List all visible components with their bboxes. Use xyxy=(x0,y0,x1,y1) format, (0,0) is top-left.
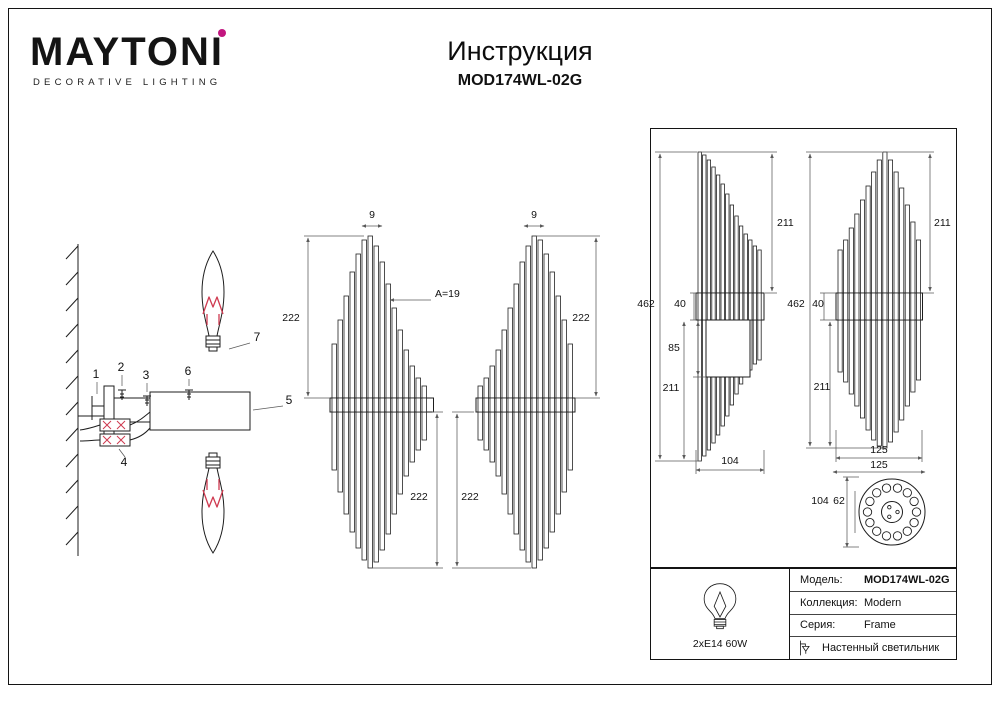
callout-7: 7 xyxy=(254,330,261,344)
dims-elevation-right xyxy=(452,224,600,569)
screw-icon xyxy=(118,389,126,400)
callout-6: 6 xyxy=(185,364,192,378)
fixture-type-value: Настенный светильник xyxy=(822,642,940,655)
dim-front-bottom-length: 211 xyxy=(814,381,831,393)
series-label: Серия: xyxy=(800,619,836,632)
terminal-block xyxy=(99,418,131,432)
spec-row-model: Модель: MOD174WL-02G xyxy=(790,569,956,592)
spec-row-collection: Коллекция: Modern xyxy=(790,592,956,615)
mount-body xyxy=(149,391,251,431)
collection-value: Modern xyxy=(864,596,902,609)
wall-lamp-icon xyxy=(800,640,810,656)
side-view: 211 462 40 85 211 104 xyxy=(637,151,794,474)
dim-top-width-left: 9 xyxy=(369,209,375,221)
elevation-right: 9 222 222 xyxy=(452,209,600,569)
terminal-block xyxy=(99,433,131,447)
dim-side-bottom-length: 211 xyxy=(663,382,680,394)
callout-4: 4 xyxy=(121,455,128,469)
installation-diagram: 1 2 3 6 7 5 4 xyxy=(65,244,293,556)
dim-side-plate: 85 xyxy=(668,342,680,354)
brand-logo: MAYTONI DECORATIVE LIGHTING xyxy=(30,29,227,88)
brand-tagline: DECORATIVE LIGHTING xyxy=(33,77,222,88)
dim-front-total: 462 xyxy=(787,298,805,310)
brand-name-text: MAYTONI xyxy=(30,30,225,74)
candle-bulb-bottom xyxy=(201,467,225,554)
bulb-spec-label: 2xE14 60W xyxy=(692,638,748,650)
spec-table: Модель: MOD174WL-02G Коллекция: Modern С… xyxy=(790,569,956,659)
dim-front-width: 125 xyxy=(870,444,888,456)
title-block: Инструкция MOD174WL-02G xyxy=(360,36,680,90)
model-value: MOD174WL-02G xyxy=(864,573,950,586)
callout-5: 5 xyxy=(286,393,293,407)
dim-side-band: 40 xyxy=(674,298,686,310)
brand-name: MAYTONI xyxy=(30,29,227,74)
backplate-view: 104 62 xyxy=(811,476,926,548)
callout-2: 2 xyxy=(118,360,125,374)
dims-elevation-left xyxy=(304,224,443,569)
dim-front-top-length: 211 xyxy=(934,217,951,229)
dim-top-width-right: 9 xyxy=(531,209,537,221)
collection-label: Коллекция: xyxy=(800,596,858,609)
dim-arm: A=19 xyxy=(435,288,460,300)
page-border xyxy=(8,8,992,685)
model-label: Модель: xyxy=(800,573,843,586)
dim-front-band: 40 xyxy=(812,298,824,310)
backplate-side xyxy=(705,319,751,378)
candle-bulb-top xyxy=(201,250,225,337)
dim-front-plate-width: 125 xyxy=(870,459,888,471)
series-value: Frame xyxy=(864,619,896,632)
elevation-left: 9 222 A=19 222 xyxy=(282,209,460,569)
spec-box: 2xE14 60W Модель: MOD174WL-02G Коллекция… xyxy=(650,568,957,660)
dim-side-top-length: 211 xyxy=(777,217,794,229)
spec-row-type: Настенный светильник xyxy=(790,637,956,659)
dims-backplate xyxy=(843,476,859,548)
screw-icon xyxy=(143,395,151,406)
page-title: Инструкция xyxy=(447,36,593,66)
screw-icon xyxy=(185,389,193,400)
filament-bottom xyxy=(202,479,224,508)
dim-plate-outer: 104 xyxy=(811,495,829,507)
brand-dot-icon xyxy=(218,29,227,37)
wall-hatching xyxy=(65,245,79,546)
model-number: MOD174WL-02G xyxy=(457,72,583,89)
bracket-part xyxy=(91,396,104,420)
dim-side-total: 462 xyxy=(637,298,655,310)
filament-top xyxy=(202,296,224,325)
dim-upper-right: 222 xyxy=(572,312,590,324)
bulb-spec: 2xE14 60W xyxy=(651,569,790,659)
front-view: 211 462 40 211 125 125 xyxy=(787,151,951,474)
dim-side-width: 104 xyxy=(721,455,739,467)
spec-row-series: Серия: Frame xyxy=(790,615,956,638)
dim-lower-right: 222 xyxy=(461,491,479,503)
dims-side-view xyxy=(655,151,777,474)
callout-1: 1 xyxy=(93,367,100,381)
dim-plate-inner: 62 xyxy=(833,495,845,507)
dim-lower-left: 222 xyxy=(410,491,428,503)
bulb-icon xyxy=(703,583,737,630)
callout-3: 3 xyxy=(143,368,150,382)
dim-upper-left: 222 xyxy=(282,312,300,324)
dims-front-view xyxy=(806,151,934,474)
